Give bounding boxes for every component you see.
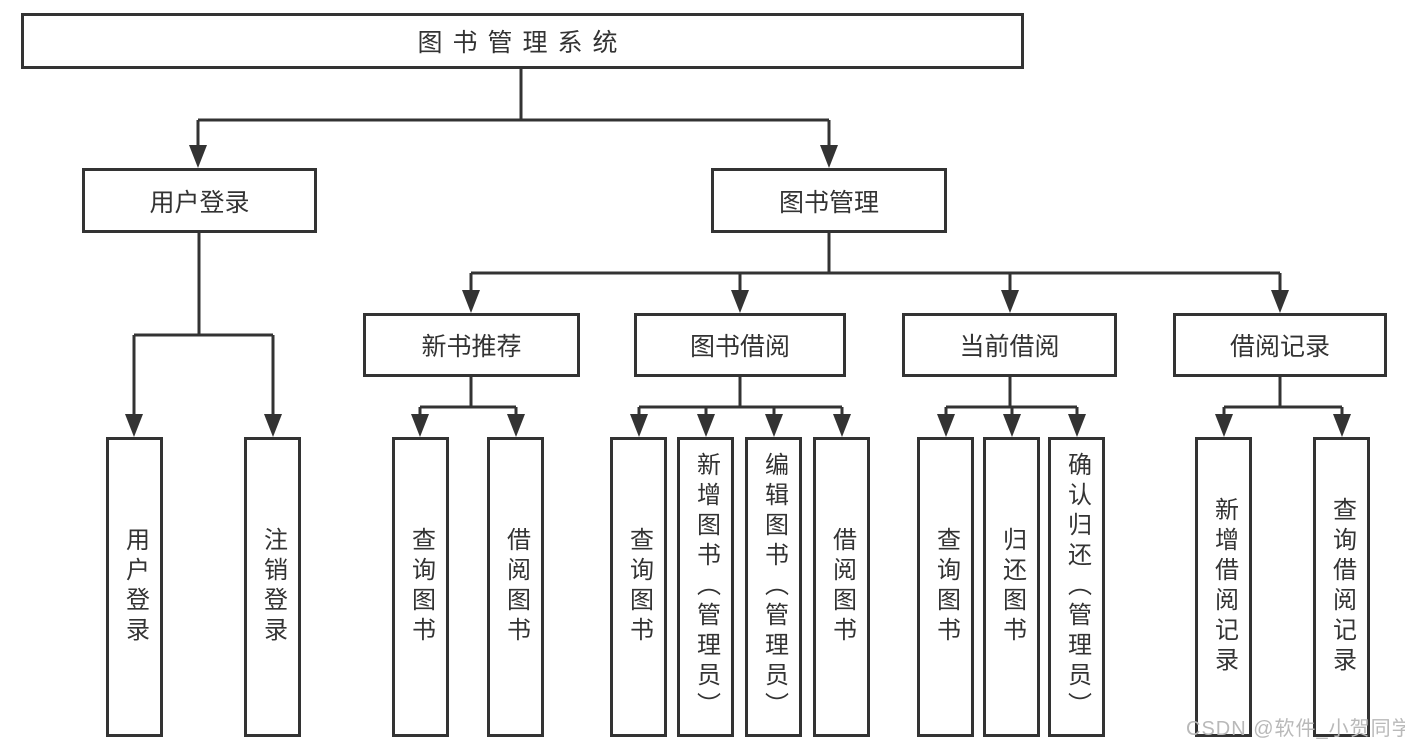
node-library-system: 图书管理系统 <box>21 13 1024 69</box>
leaf-label: 借阅图书 <box>502 527 530 647</box>
node-user-login: 用户登录 <box>82 168 317 233</box>
leaf-label: 查询图书 <box>932 527 960 647</box>
csdn-watermark: CSDN @软件_小贺同学 <box>1186 718 1405 740</box>
leaf-label: 新增图书（管理员） <box>692 452 720 722</box>
leaf-label: 查询图书 <box>625 527 653 647</box>
node-book-borrow: 图书借阅 <box>634 313 846 377</box>
leaf-add-borrow-record: 新增借阅记录 <box>1195 437 1252 737</box>
leaf-label: 用户登录 <box>121 527 149 647</box>
edge-borrow-record-fan <box>1215 377 1351 437</box>
leaf-label: 借阅图书 <box>828 527 856 647</box>
leaf-confirm-return-admin: 确认归还（管理员） <box>1048 437 1105 737</box>
node-book-management: 图书管理 <box>711 168 947 233</box>
edge-root-split <box>189 69 838 168</box>
leaf-label: 确认归还（管理员） <box>1063 452 1091 722</box>
node-borrow-record: 借阅记录 <box>1173 313 1387 377</box>
leaf-query-book-1: 查询图书 <box>392 437 449 737</box>
leaf-query-book-2: 查询图书 <box>610 437 667 737</box>
leaf-label: 查询借阅记录 <box>1328 497 1356 677</box>
edge-current-borrow-fan <box>937 377 1086 437</box>
leaf-query-borrow-record: 查询借阅记录 <box>1313 437 1370 737</box>
edge-book-mgmt-fan <box>462 233 1289 313</box>
leaf-label: 归还图书 <box>998 527 1026 647</box>
edge-new-book-fan <box>411 377 525 437</box>
edge-book-borrow-fan <box>630 377 851 437</box>
leaf-add-book-admin: 新增图书（管理员） <box>677 437 734 737</box>
leaf-borrow-book-1: 借阅图书 <box>487 437 544 737</box>
leaf-user-login: 用户登录 <box>106 437 163 737</box>
leaf-label: 注销登录 <box>259 527 287 647</box>
leaf-return-book: 归还图书 <box>983 437 1040 737</box>
node-current-borrow: 当前借阅 <box>902 313 1117 377</box>
leaf-borrow-book-2: 借阅图书 <box>813 437 870 737</box>
leaf-label: 编辑图书（管理员） <box>760 452 788 722</box>
node-new-book-recommend: 新书推荐 <box>363 313 580 377</box>
leaf-logout: 注销登录 <box>244 437 301 737</box>
leaf-query-book-3: 查询图书 <box>917 437 974 737</box>
leaf-label: 新增借阅记录 <box>1210 497 1238 677</box>
leaf-edit-book-admin: 编辑图书（管理员） <box>745 437 802 737</box>
leaf-label: 查询图书 <box>407 527 435 647</box>
edge-user-login-fan <box>125 233 282 437</box>
